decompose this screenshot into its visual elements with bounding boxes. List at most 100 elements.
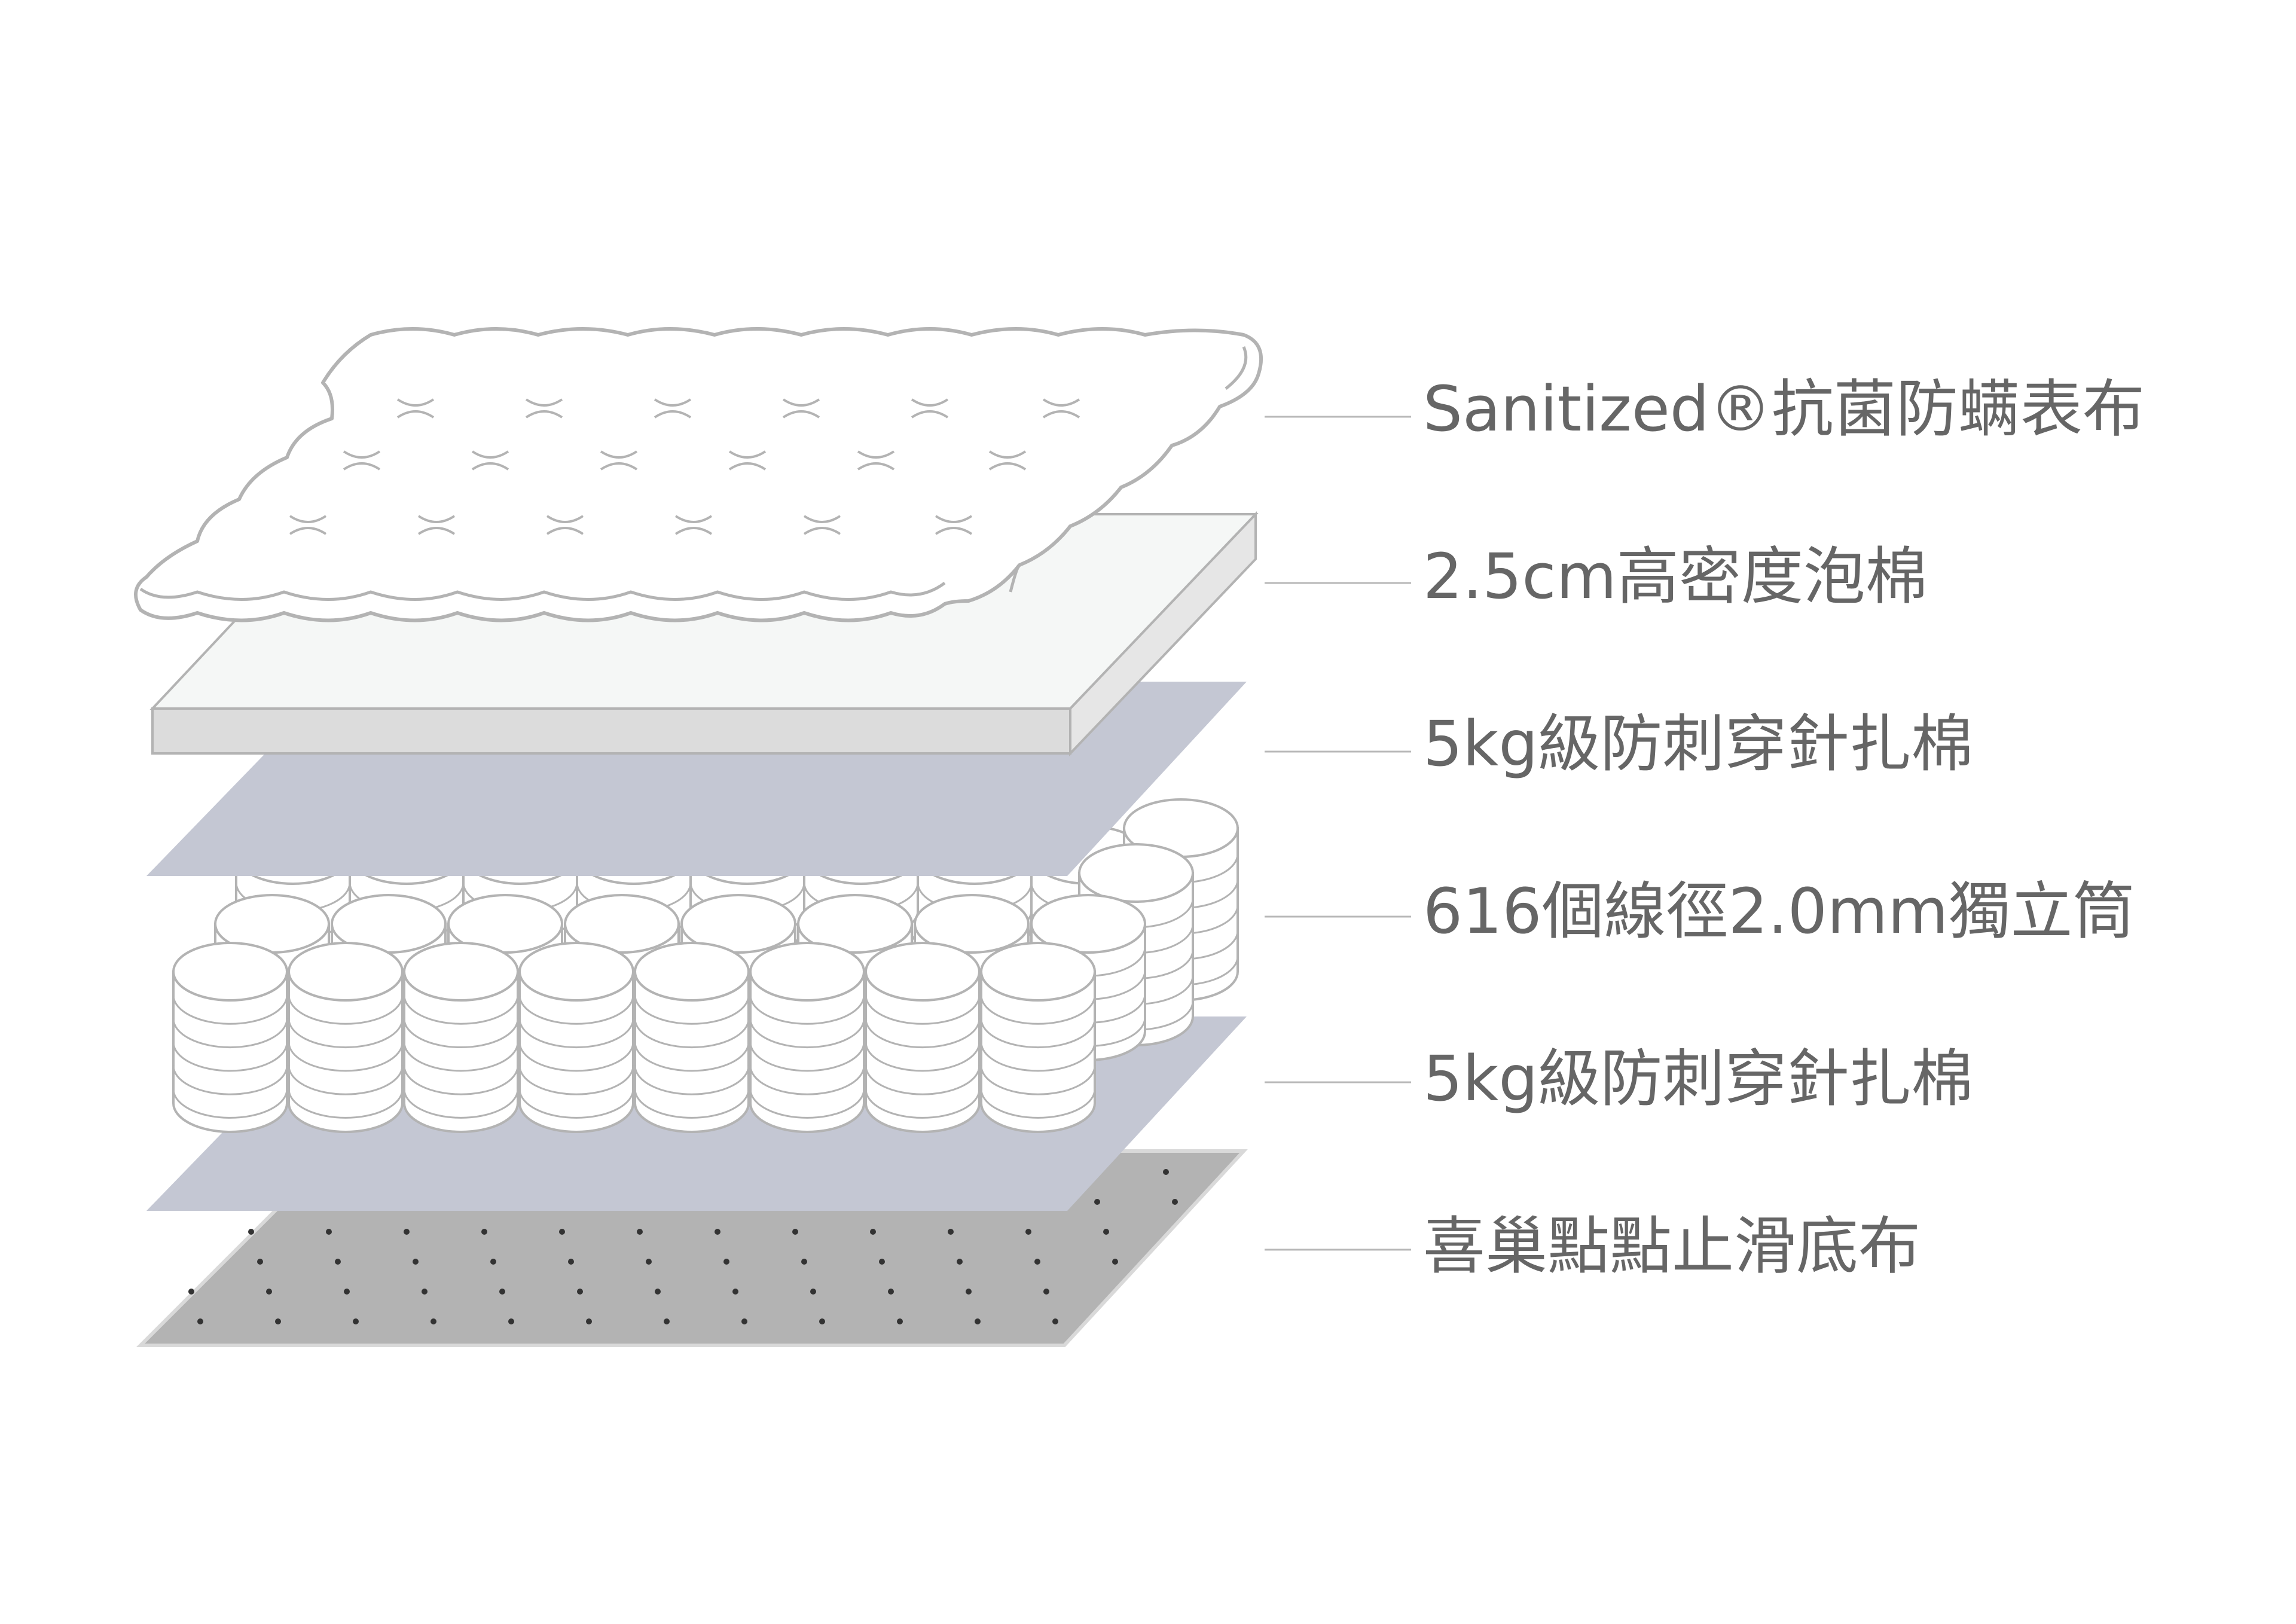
base-fabric-dot	[422, 1289, 428, 1295]
base-fabric-dot	[664, 1318, 670, 1324]
stitch-stroke	[782, 410, 820, 419]
stitch-stroke	[600, 450, 638, 459]
coil-top	[403, 942, 519, 1002]
stitch-stroke	[471, 462, 509, 471]
base-fabric-dot	[888, 1289, 894, 1295]
base-fabric-dot	[1112, 1259, 1118, 1265]
base-fabric-dot	[248, 1229, 254, 1235]
coil-ring	[288, 1066, 404, 1095]
base-fabric-dot	[1043, 1289, 1049, 1295]
coil-body	[288, 970, 404, 1133]
label-lower-padding: 5kg級防刺穿針扎棉	[1423, 1042, 1974, 1115]
stitch-mark	[911, 398, 949, 419]
coil-ring	[980, 995, 1096, 1025]
base-fabric-dot	[966, 1289, 972, 1295]
base-fabric-dot	[957, 1259, 963, 1265]
coil-body	[634, 970, 750, 1133]
base-fabric-dot	[188, 1289, 194, 1295]
coil-ring	[865, 1018, 981, 1049]
coil-top	[1078, 843, 1194, 903]
coil-ring	[634, 1042, 750, 1072]
base-fabric-dot	[655, 1289, 661, 1295]
base-fabric-dot	[801, 1259, 807, 1265]
base-fabric-dot	[508, 1318, 514, 1324]
quilted-fabric-side-edge	[1009, 346, 1248, 593]
coil-ring	[634, 1018, 750, 1049]
stitch-stroke	[654, 398, 692, 407]
coil-ring	[749, 995, 865, 1025]
coil-spring	[518, 942, 634, 1133]
stitch-stroke	[935, 527, 973, 535]
stitch-stroke	[782, 398, 820, 407]
stitch-stroke	[988, 462, 1027, 471]
coil-ring	[172, 1018, 288, 1049]
base-fabric-dot	[1034, 1259, 1040, 1265]
stitch-mark	[471, 450, 509, 471]
base-fabric-dot	[637, 1229, 643, 1235]
base-fabric-dot	[879, 1259, 885, 1265]
foam-front	[151, 707, 1071, 755]
coil-ring	[980, 1042, 1096, 1072]
base-fabric-dot	[715, 1229, 720, 1235]
coil-ring	[172, 1042, 288, 1072]
stitch-mark	[654, 398, 692, 419]
base-fabric-dot	[732, 1289, 738, 1295]
stitch-stroke	[396, 410, 435, 419]
coil-spring	[172, 942, 288, 1133]
base-fabric-dot	[335, 1259, 341, 1265]
quilting-stitches	[289, 398, 1080, 535]
base-fabric-dot	[568, 1259, 574, 1265]
coil-ring	[865, 1089, 981, 1119]
coil-spring	[288, 942, 404, 1133]
coil-ring	[172, 1066, 288, 1095]
base-fabric-dot	[430, 1318, 436, 1324]
base-fabric-dot	[559, 1229, 565, 1235]
stitch-mark	[988, 450, 1027, 471]
quilted-top-fabric-layer	[134, 327, 1263, 622]
stitch-stroke	[525, 398, 563, 407]
stitch-stroke	[988, 450, 1027, 459]
stitch-stroke	[857, 450, 895, 459]
base-fabric-dot	[792, 1229, 798, 1235]
coil-ring	[980, 1066, 1096, 1095]
stitch-stroke	[1042, 410, 1080, 419]
base-fabric-dot	[1103, 1229, 1109, 1235]
coil-ring	[518, 1066, 634, 1095]
coil-ring	[980, 1089, 1096, 1119]
coil-ring	[288, 1018, 404, 1049]
base-fabric-dot	[870, 1229, 876, 1235]
coil-top	[865, 942, 981, 1002]
stitch-stroke	[1042, 398, 1080, 407]
stitch-mark	[782, 398, 820, 419]
label-coils: 616個線徑2.0mm獨立筒	[1423, 875, 2135, 948]
quilted-fabric-outline	[134, 327, 1263, 622]
coil-body	[865, 970, 981, 1133]
stitch-mark	[674, 515, 713, 535]
base-fabric-dot	[1163, 1169, 1169, 1175]
coil-spring	[634, 942, 750, 1133]
coil-ring	[403, 995, 519, 1025]
stitch-stroke	[803, 527, 841, 535]
base-fabric-dot	[948, 1229, 954, 1235]
base-fabric-dot	[275, 1318, 281, 1324]
stitch-stroke	[343, 462, 381, 471]
coil-spring	[403, 942, 519, 1133]
stitch-stroke	[803, 515, 841, 523]
stitch-mark	[525, 398, 563, 419]
stitch-mark	[803, 515, 841, 535]
base-fabric-dot	[481, 1229, 487, 1235]
base-fabric-dot	[326, 1229, 332, 1235]
coil-body	[749, 970, 865, 1133]
stitch-stroke	[728, 450, 767, 459]
base-fabric-dot	[1052, 1318, 1058, 1324]
coil-ring	[865, 995, 981, 1025]
stitch-stroke	[674, 515, 713, 523]
coil-ring	[518, 1042, 634, 1072]
base-fabric-dot	[490, 1259, 496, 1265]
coil-top	[1030, 894, 1146, 954]
base-fabric-dot	[266, 1289, 272, 1295]
stitch-stroke	[417, 515, 456, 523]
base-fabric-dot	[344, 1289, 350, 1295]
coil-top	[518, 942, 634, 1002]
coil-ring	[634, 995, 750, 1025]
